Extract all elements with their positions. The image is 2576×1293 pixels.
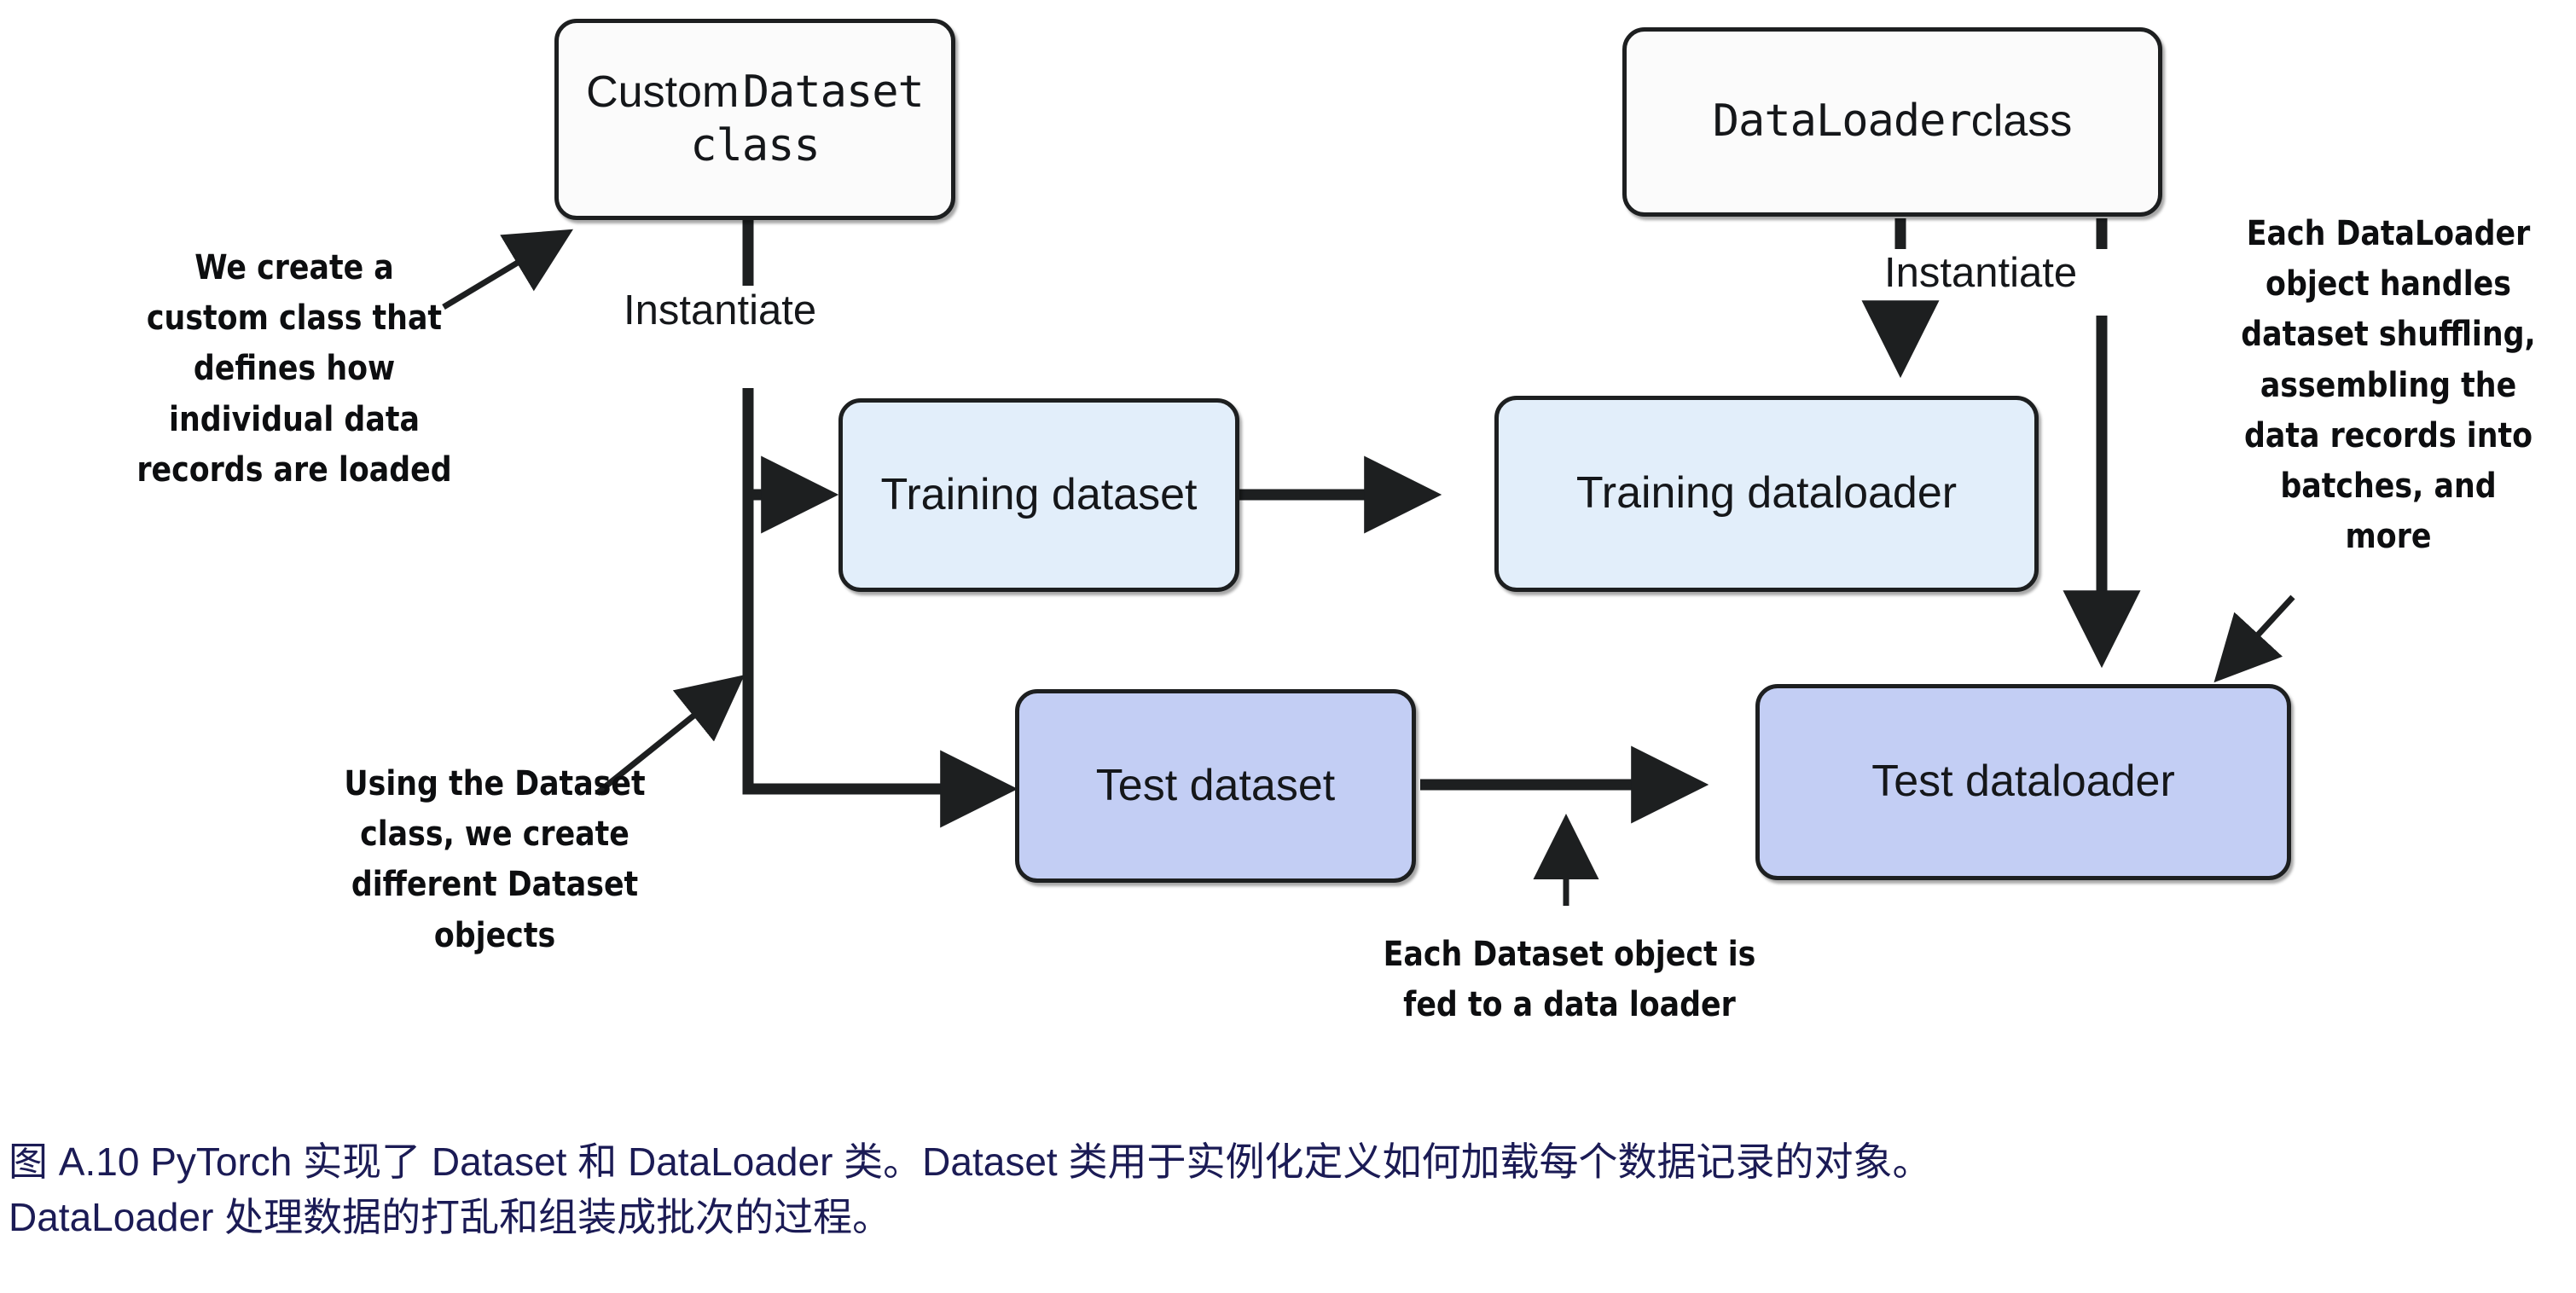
- node-custom-dataset-class-label: Custom Dataset class: [559, 66, 951, 174]
- annotation-line: Using the Dataset: [344, 764, 646, 803]
- node-test-dataset[interactable]: Test dataset: [1015, 689, 1416, 883]
- annotation-line: assembling the: [2260, 365, 2517, 405]
- node-test-dataloader-label: Test dataloader: [1871, 757, 2175, 807]
- edge-custom-dataset-trunk: [742, 218, 1018, 828]
- annotation-line: Each DataLoader: [2246, 214, 2531, 253]
- dataloader-class-line1: DataLoader: [1712, 96, 1972, 148]
- annotation-line: data records into: [2243, 415, 2533, 455]
- annotation-line: custom class that: [146, 299, 443, 339]
- node-dataloader-class[interactable]: DataLoaderclass: [1622, 27, 2162, 217]
- edge-label-instantiate-right: Instantiate: [1884, 250, 2078, 296]
- node-training-dataloader[interactable]: Training dataloader: [1494, 396, 2039, 592]
- annotation-each-dataloader: Each DataLoader object handles dataset s…: [2232, 209, 2544, 562]
- annotation-line: fed to a data loader: [1403, 985, 1736, 1025]
- leader-using-dataset-class: [595, 675, 745, 796]
- annotation-line: defines how: [193, 349, 396, 389]
- custom-dataset-line2: Dataset class: [690, 66, 925, 171]
- annotation-line: dataset shuffling,: [2241, 315, 2536, 355]
- annotation-line: individual data: [169, 399, 420, 439]
- node-training-dataset[interactable]: Training dataset: [838, 398, 1239, 592]
- annotation-line: object handles: [2266, 264, 2511, 304]
- annotation-line: records are loaded: [136, 449, 452, 490]
- node-test-dataset-label: Test dataset: [1095, 760, 1336, 810]
- leader-each-dataloader: [2213, 594, 2295, 683]
- annotation-line: objects: [433, 915, 556, 955]
- leader-create-custom-class: [442, 229, 574, 310]
- annotation-line: We create a: [194, 248, 394, 287]
- node-custom-dataset-class[interactable]: Custom Dataset class: [554, 19, 955, 220]
- node-test-dataloader[interactable]: Test dataloader: [1755, 684, 2291, 880]
- node-dataloader-class-label: DataLoaderclass: [1713, 95, 2073, 148]
- node-training-dataset-label: Training dataset: [880, 469, 1198, 519]
- annotation-line: Each Dataset object is: [1383, 935, 1756, 974]
- custom-dataset-line1: Custom: [586, 67, 740, 117]
- figure-caption-line-2: DataLoader 处理数据的打乱和组装成批次的过程。: [9, 1195, 892, 1240]
- annotation-using-dataset-class: Using the Dataset class, we create diffe…: [328, 759, 662, 961]
- annotation-each-dataset-fed: Each Dataset object is fed to a data loa…: [1361, 930, 1777, 1030]
- annotation-create-custom-class: We create a custom class that defines ho…: [127, 243, 461, 496]
- annotation-line: class, we create: [360, 815, 629, 855]
- annotation-line: different Dataset: [351, 865, 639, 905]
- edge-label-instantiate-left: Instantiate: [624, 287, 817, 333]
- dataloader-class-line2: class: [1970, 96, 2073, 147]
- figure-caption: 图 A.10 PyTorch 实现了 Dataset 和 DataLoader …: [9, 1134, 2559, 1246]
- figure-caption-line-1: 图 A.10 PyTorch 实现了 Dataset 和 DataLoader …: [9, 1139, 1932, 1184]
- annotation-line: batches, and more: [2280, 466, 2497, 557]
- node-training-dataloader-label: Training dataloader: [1575, 468, 1958, 519]
